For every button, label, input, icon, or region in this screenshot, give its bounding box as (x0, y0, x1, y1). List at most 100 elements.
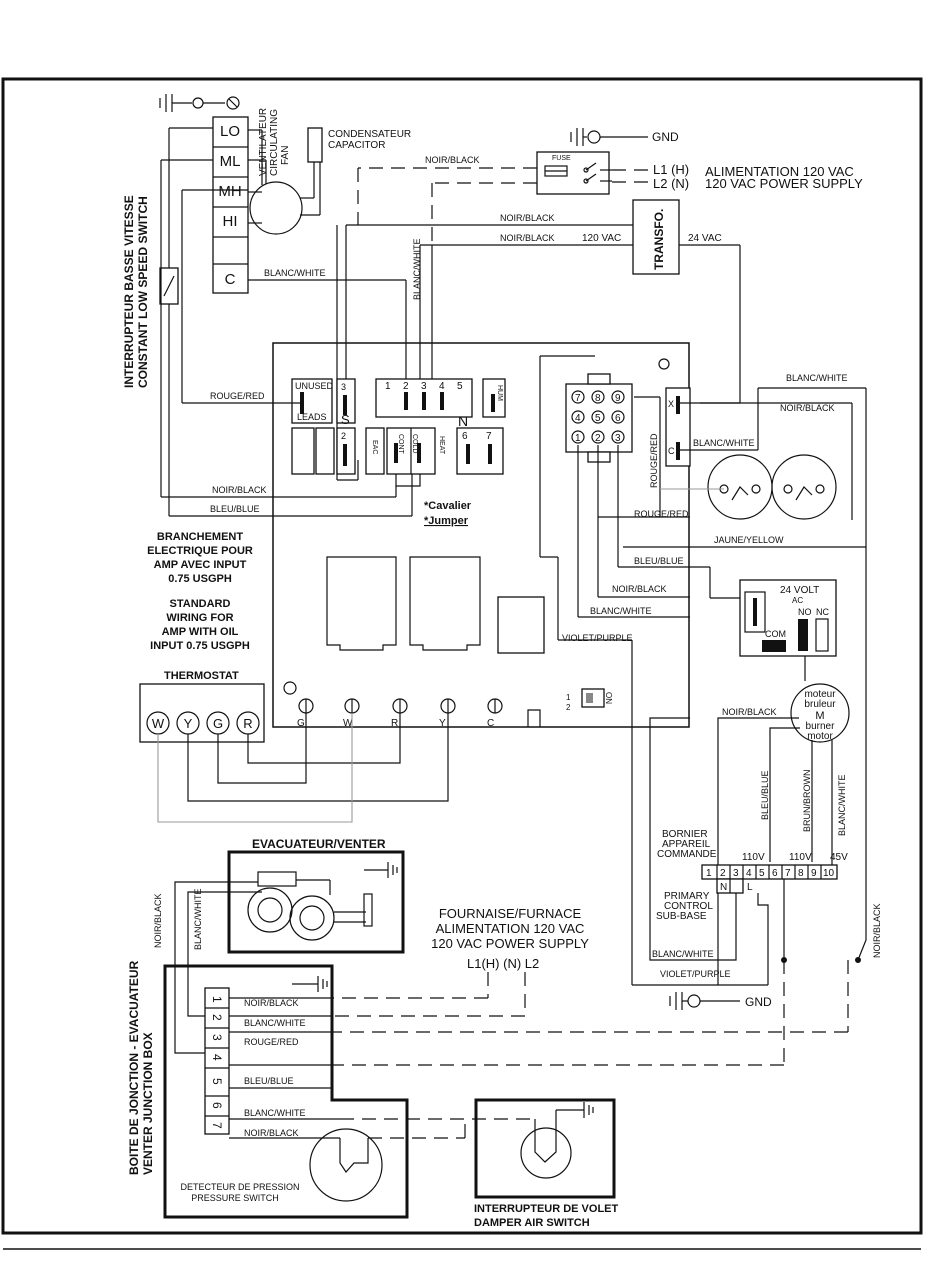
bornier-terminal-strip: BORNIER APPAREIL COMMANDE 110V 110V 45V … (656, 829, 848, 922)
furnace-supply: FOURNAISE/FURNACE ALIMENTATION 120 VAC 1… (431, 906, 589, 971)
junction-wire-1: NOIR/BLACK (244, 998, 299, 1008)
svg-text:6: 6 (462, 431, 468, 442)
svg-text:3: 3 (733, 868, 739, 879)
fan-speed-terminals: LO ML MH HI C (212, 116, 249, 294)
wire-label-bleu-blue-2: BLEU/BLUE (634, 556, 684, 566)
relay-24v: 24 VOLT AC NO NC COM (739, 579, 837, 657)
svg-text:COLD: COLD (411, 434, 418, 453)
svg-text:BRANCHEMENT: BRANCHEMENT (157, 531, 243, 543)
cavalier-label: *Cavalier (424, 500, 472, 512)
svg-text:WIRING FOR: WIRING FOR (166, 612, 233, 624)
svg-text:5: 5 (457, 381, 463, 392)
hum-terminal: HUM (482, 378, 506, 418)
svg-text:6: 6 (615, 413, 621, 424)
damper-box (474, 1098, 616, 1199)
svg-text:5: 5 (210, 1078, 224, 1085)
svg-text:7: 7 (486, 431, 492, 442)
svg-text:7: 7 (575, 393, 581, 404)
svg-text:PRIMARY: PRIMARY (664, 891, 710, 902)
supply-label-en: 120 VAC POWER SUPPLY (705, 176, 863, 191)
fan-motor (248, 127, 323, 235)
svg-text:1: 1 (706, 868, 712, 879)
svg-text:M: M (815, 710, 824, 722)
venter-ground (364, 862, 398, 878)
svg-text:110V: 110V (789, 852, 812, 863)
capacitor-label-2: CAPACITOR (328, 140, 385, 151)
svg-text:G: G (297, 718, 305, 729)
svg-text:N: N (720, 882, 727, 893)
wire-label-bleu-blue-3: BLEU/BLUE (760, 770, 770, 820)
lower-gnd-label: GND (745, 995, 772, 1009)
junction-label-fr: BOITE DE JONCTION - EVACUATEUR (127, 960, 141, 1175)
svg-text:L1(H) (N) L2: L1(H) (N) L2 (467, 956, 539, 971)
svg-text:4: 4 (439, 381, 445, 392)
svg-text:1: 1 (566, 693, 571, 702)
wire-label-noir-black-6: NOIR/BLACK (612, 584, 667, 594)
wire-label-blanc-white-6: BLANC/WHITE (837, 774, 847, 836)
nine-pin-plug: 7 8 9 4 5 6 1 2 3 (565, 373, 633, 463)
svg-text:HUM: HUM (496, 385, 503, 401)
fan-speed-mh: MH (218, 183, 241, 200)
fan-label-1: VENTILATEUR (258, 108, 269, 176)
svg-text:AMP WITH OIL: AMP WITH OIL (162, 626, 239, 638)
supply-l2-label: L2 (N) (653, 176, 689, 191)
svg-text:2: 2 (595, 433, 601, 444)
damper-label-en: DAMPER AIR SWITCH (474, 1217, 590, 1229)
wire-label-bleu-blue-1: BLEU/BLUE (210, 504, 260, 514)
svg-text:2: 2 (341, 431, 346, 441)
svg-text:L: L (747, 882, 753, 893)
supply-l1-label: L1 (H) (653, 162, 689, 177)
svg-text:INPUT 0.75 USGPH: INPUT 0.75 USGPH (150, 640, 250, 652)
junction-wire-2: BLANC/WHITE (244, 1018, 306, 1028)
pressure-switch-label-en: PRESSURE SWITCH (191, 1193, 279, 1203)
wire-label-blanc-white-8: BLANC/WHITE (193, 888, 203, 950)
wire-label-noir-black-8: NOIR/BLACK (872, 903, 882, 958)
svg-text:7: 7 (785, 868, 791, 879)
svg-text:S: S (341, 412, 350, 427)
svg-text:6: 6 (772, 868, 778, 879)
thermostat: THERMOSTAT W Y G R (139, 670, 265, 743)
svg-text:5: 5 (759, 868, 765, 879)
ground-symbol-top-left (159, 94, 240, 112)
svg-text:R: R (243, 716, 252, 731)
wire-label-noir-black-9: NOIR/BLACK (153, 893, 163, 948)
svg-text:motor: motor (807, 731, 833, 742)
wire-label-blanc-white-4: BLANC/WHITE (693, 438, 755, 448)
svg-text:1: 1 (210, 996, 224, 1003)
supply-label-fr: ALIMENTATION 120 VAC (705, 164, 854, 179)
svg-text:4: 4 (746, 868, 752, 879)
fan-mode-terminals: EAC CONT COLD HEAT (365, 427, 445, 475)
wire-label-blanc-white-1: BLANC/WHITE (264, 268, 326, 278)
supply-gnd-label: GND (652, 130, 679, 144)
svg-text:9: 9 (811, 868, 817, 879)
svg-text:C: C (487, 718, 494, 729)
unused-label: UNUSED (295, 381, 334, 391)
low-speed-switch (159, 127, 248, 497)
wire-label-violet-purple-2: VIOLET/PURPLE (660, 969, 731, 979)
svg-text:APPAREIL: APPAREIL (662, 839, 711, 850)
svg-text:3: 3 (615, 433, 621, 444)
wire-label-noir-black-3: NOIR/BLACK (500, 233, 555, 243)
damper-label-fr: INTERRUPTEUR DE VOLET (474, 1203, 619, 1215)
svg-text:6: 6 (210, 1102, 224, 1109)
wire-label-noir-black-2: NOIR/BLACK (500, 213, 555, 223)
svg-text:W: W (343, 718, 353, 729)
svg-text:2: 2 (566, 703, 571, 712)
wire-label-blanc-white-7: BLANC/WHITE (652, 949, 714, 959)
page-frame (1, 77, 923, 1235)
svg-text:EAC: EAC (371, 440, 378, 454)
svg-text:N: N (458, 413, 468, 429)
svg-text:C: C (668, 446, 675, 456)
junction-wire-5: BLEU/BLUE (244, 1076, 294, 1086)
transformer-primary-label: 120 VAC (582, 233, 621, 244)
transformer (346, 199, 741, 403)
wire-label-noir-black-7: NOIR/BLACK (722, 707, 777, 717)
terminal-block-1-5: 1 2 3 4 5 N (375, 378, 473, 429)
transformer-label: TRANSFO. (652, 209, 666, 270)
svg-text:ELECTRIQUE POUR: ELECTRIQUE POUR (147, 545, 253, 557)
low-speed-switch-label-en: CONSTANT LOW SPEED SWITCH (136, 196, 150, 388)
damper-switch (520, 1102, 594, 1179)
svg-text:NC: NC (816, 607, 829, 617)
wiring-notes: BRANCHEMENT ELECTRIQUE POUR AMP AVEC INP… (147, 531, 253, 652)
